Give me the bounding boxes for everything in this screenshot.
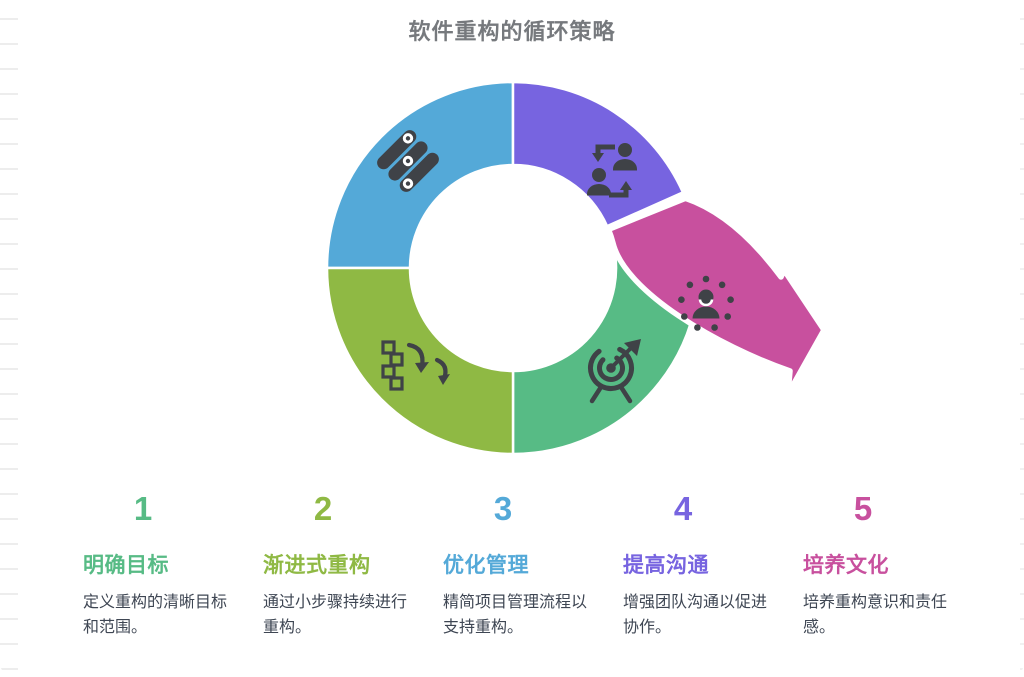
ruled-lines-left	[0, 0, 18, 677]
step-2: 2 渐进式重构 通过小步骤持续进行重构。	[263, 492, 413, 640]
step-number: 4	[673, 490, 693, 527]
segment-incremental	[325, 266, 515, 456]
step-title: 渐进式重构	[263, 554, 371, 577]
steps-row: 1 明确目标 定义重构的清晰目标和范围。 2 渐进式重构 通过小步骤持续进行重构…	[83, 492, 953, 640]
step-description: 精简项目管理流程以支持重构。	[443, 594, 588, 636]
step-1: 1 明确目标 定义重构的清晰目标和范围。	[83, 492, 233, 640]
segment-culture-arrow	[605, 195, 827, 397]
step-title: 培养文化	[803, 554, 889, 577]
step-title: 优化管理	[443, 554, 529, 577]
step-title: 明确目标	[83, 554, 169, 577]
people-exchange-icon	[587, 143, 637, 198]
ruled-lines-right	[1020, 0, 1024, 677]
step-4: 4 提高沟通 增强团队沟通以促进协作。	[623, 492, 773, 640]
step-5: 5 培养文化 培养重构意识和责任感。	[803, 492, 953, 640]
step-description: 培养重构意识和责任感。	[803, 594, 948, 636]
step-number: 5	[853, 490, 873, 527]
step-number: 3	[493, 490, 513, 527]
page-title: 软件重构的循环策略	[408, 19, 616, 44]
step-description: 增强团队沟通以促进协作。	[623, 594, 768, 636]
step-description: 定义重构的清晰目标和范围。	[83, 594, 228, 636]
step-3: 3 优化管理 精简项目管理流程以支持重构。	[443, 492, 593, 640]
sliders-icon	[377, 130, 439, 192]
target-arrow-icon	[588, 339, 641, 404]
step-title: 提高沟通	[623, 554, 709, 577]
incremental-steps-icon	[381, 340, 450, 391]
step-description: 通过小步骤持续进行重构。	[263, 594, 408, 636]
person-awareness-icon	[678, 275, 734, 331]
step-number: 1	[133, 490, 153, 527]
step-number: 2	[313, 490, 333, 527]
